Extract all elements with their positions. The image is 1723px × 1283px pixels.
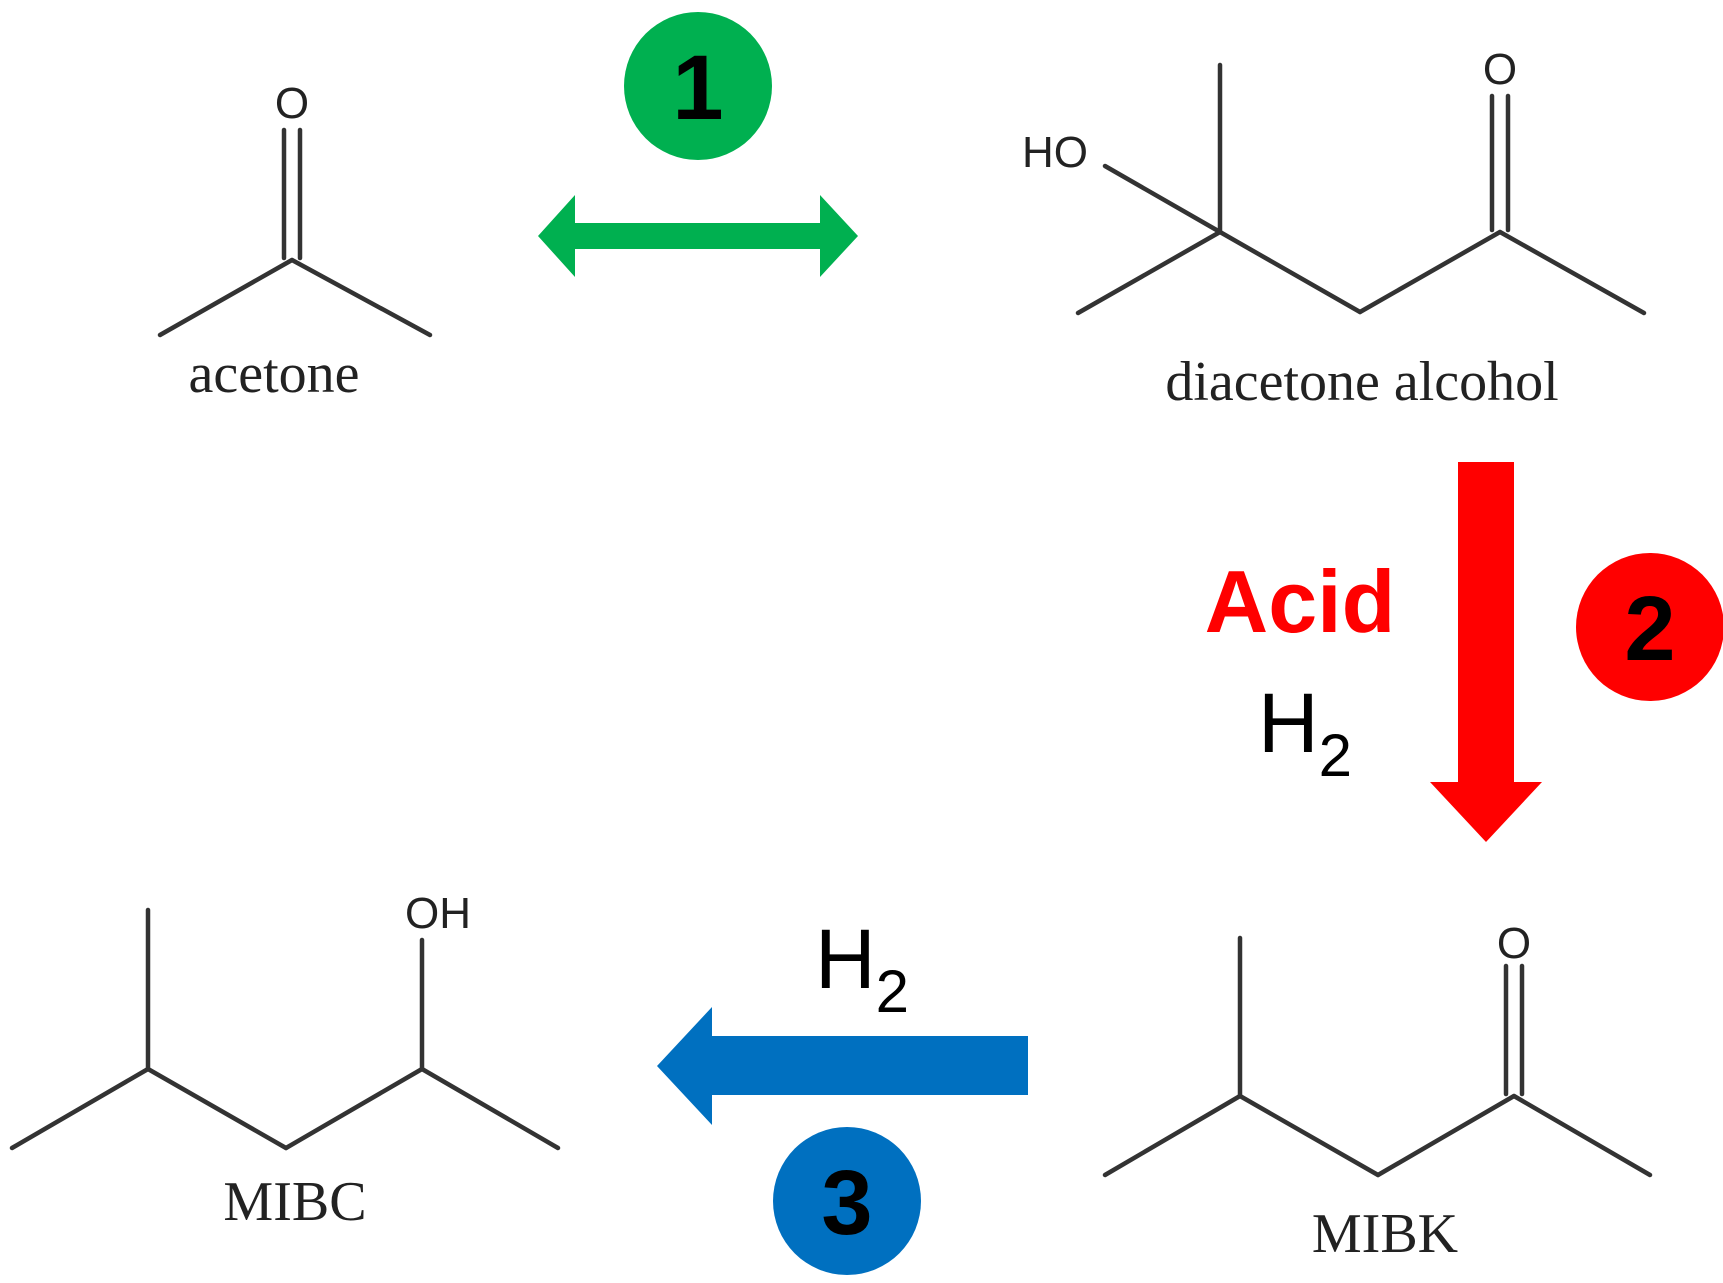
bond — [1511, 1093, 1653, 1178]
acetone-label: acetone — [189, 343, 360, 405]
bond — [1375, 1093, 1517, 1178]
acetone-oxygen-label: O — [275, 79, 309, 128]
double-arrow — [538, 195, 858, 277]
mibc-hydroxyl-label: OH — [405, 889, 471, 938]
diacetone-alcohol-structure: O HO diacetone alcohol — [1022, 45, 1647, 413]
mibk-label: MIBK — [1312, 1203, 1458, 1265]
step-2-badge — [1576, 553, 1723, 701]
bond — [1075, 229, 1223, 316]
mibc-structure: OH MIBC — [9, 889, 561, 1233]
step-1: 1 — [538, 12, 858, 277]
mibk-oxygen-label: O — [1497, 919, 1531, 968]
left-arrow — [657, 1007, 1028, 1125]
bond — [289, 257, 433, 338]
step-2: Acid H2 2 — [1205, 462, 1723, 842]
bond — [157, 257, 295, 338]
step-1-number: 1 — [672, 37, 723, 139]
diacetone-alcohol-label: diacetone alcohol — [1165, 351, 1558, 413]
mibk-structure: O MIBK — [1102, 919, 1653, 1265]
bond — [1237, 1093, 1381, 1178]
bond — [1497, 229, 1647, 316]
acid-label: Acid — [1205, 552, 1396, 651]
step-3-badge — [773, 1127, 921, 1275]
bond — [1217, 229, 1363, 315]
diacetone-alcohol-hydroxyl-label: HO — [1022, 128, 1088, 177]
step-3-number: 3 — [821, 1152, 872, 1254]
bond-to-hydroxyl — [1102, 163, 1223, 235]
diacetone-alcohol-oxygen-label: O — [1483, 45, 1517, 94]
step-1-badge — [624, 12, 772, 160]
acetone-structure: O acetone — [157, 79, 433, 405]
mibc-label: MIBC — [223, 1171, 366, 1233]
bond — [283, 1066, 425, 1151]
step-2-number: 2 — [1624, 578, 1675, 680]
bond — [145, 1066, 289, 1151]
bond — [419, 1066, 561, 1151]
step-2-reagent-h2: H2 — [1258, 676, 1352, 789]
down-arrow — [1430, 462, 1542, 842]
bond — [1357, 229, 1503, 315]
step-3: H2 3 — [657, 912, 1028, 1275]
bond — [1102, 1093, 1243, 1178]
bond — [9, 1066, 151, 1151]
step-3-reagent-h2: H2 — [815, 912, 909, 1025]
